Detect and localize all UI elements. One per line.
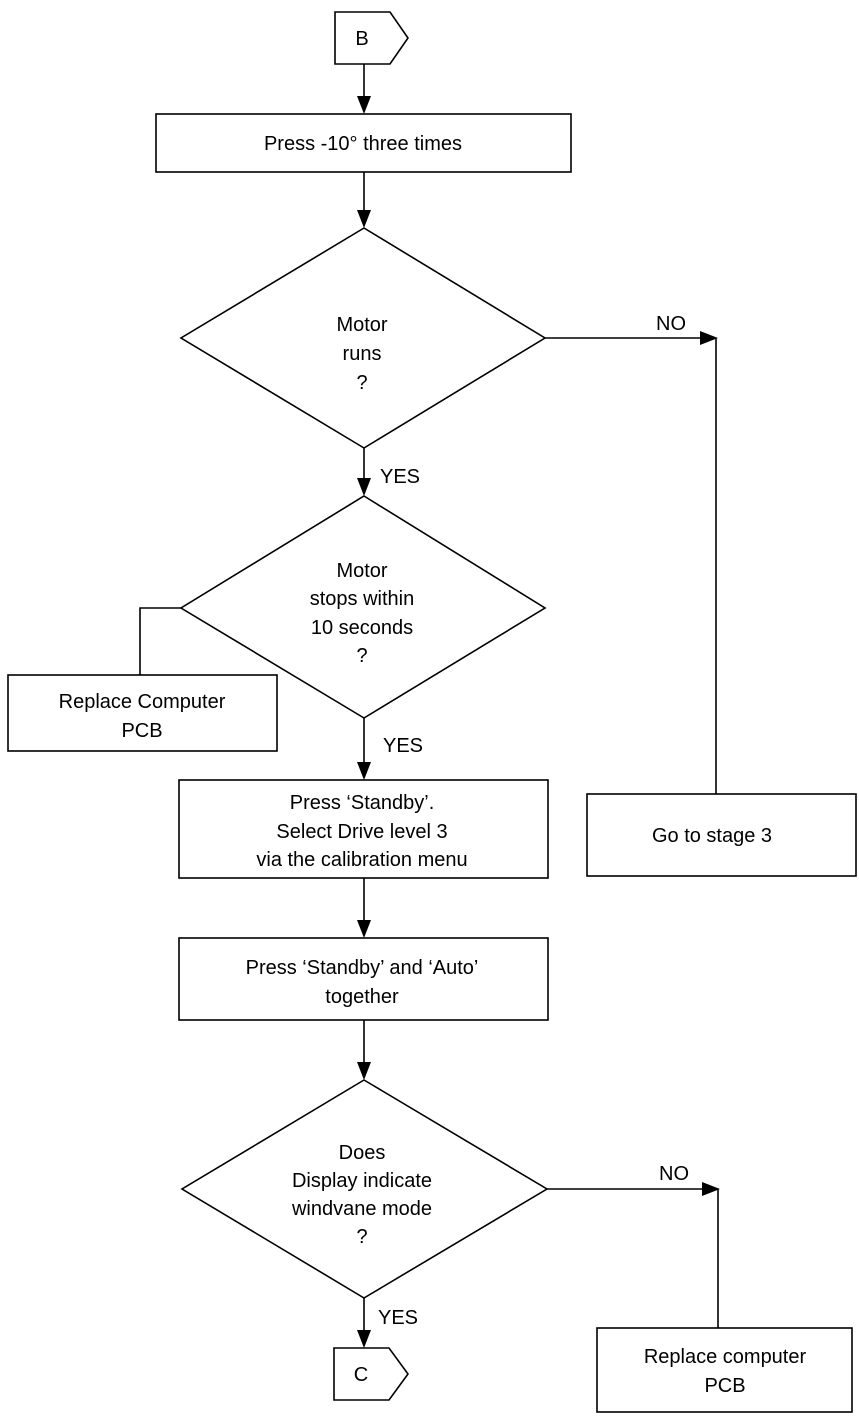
arrowhead [357, 96, 371, 114]
step-standby-select-box [178, 779, 549, 879]
branch-motor-stops-no [139, 607, 181, 675]
step-replace-pcb-2-box [596, 1327, 853, 1413]
connector-c: C [333, 1347, 409, 1401]
branch-label-motor-runs-no: NO [656, 313, 686, 335]
arrowhead [357, 210, 371, 228]
step-standby-auto-line-2: together [325, 986, 399, 1008]
decision-motor-stops-line-2: stops within [310, 588, 415, 610]
step-go-stage-3-box [586, 793, 857, 877]
decision-motor-stops-line-1: Motor [336, 560, 387, 582]
step-replace-pcb-2-line-1: Replace computer [644, 1346, 807, 1368]
arrowhead [702, 1182, 720, 1196]
step-replace-pcb-1: Replace Computer PCB [7, 674, 278, 752]
step-replace-pcb-2-line-2: PCB [704, 1375, 745, 1397]
arrowhead [357, 920, 371, 938]
branch-label-motor-stops-yes: YES [383, 735, 423, 757]
step-replace-pcb-1-box [7, 674, 278, 752]
connector-b: B [334, 11, 409, 65]
decision-motor-stops: Motor stops within 10 seconds ? [179, 495, 547, 719]
step-standby-auto: Press ‘Standby’ and ‘Auto’ together [178, 937, 549, 1021]
connector-c-shape [333, 1347, 409, 1401]
step-go-stage-3-label: Go to stage 3 [652, 825, 772, 847]
connector-c-label: C [354, 1364, 368, 1386]
branch-label-motor-runs-yes: YES [380, 466, 420, 488]
step-standby-select-line-2: Select Drive level 3 [276, 821, 447, 843]
step-standby-auto-line-1: Press ‘Standby’ and ‘Auto’ [246, 957, 479, 979]
step-standby-select-line-3: via the calibration menu [256, 849, 467, 871]
decision-windvane-line-1: Does [339, 1142, 386, 1164]
arrowhead [357, 1062, 371, 1080]
arrowhead [357, 478, 371, 496]
step-replace-pcb-2: Replace computer PCB [596, 1327, 853, 1413]
decision-windvane: Does Display indicate windvane mode ? [180, 1079, 549, 1299]
decision-motor-stops-line-3: 10 seconds [311, 617, 413, 639]
step-replace-pcb-1-line-2: PCB [121, 720, 162, 742]
decision-windvane-line-3: windvane mode [291, 1198, 432, 1220]
branch-label-windvane-no: NO [659, 1163, 689, 1185]
decision-motor-runs: Motor runs ? [179, 227, 547, 449]
step-press-minus-10: Press -10° three times [155, 113, 572, 173]
decision-windvane-line-2: Display indicate [292, 1170, 432, 1192]
step-standby-auto-box [178, 937, 549, 1021]
step-press-minus-10-label: Press -10° three times [264, 133, 462, 155]
connector-b-shape [334, 11, 409, 65]
arrowhead [700, 331, 718, 345]
arrowhead [357, 762, 371, 780]
step-standby-select: Press ‘Standby’. Select Drive level 3 vi… [178, 779, 549, 879]
decision-motor-stops-line-4: ? [356, 645, 367, 667]
decision-motor-runs-line-3: ? [356, 372, 367, 394]
connector-b-label: B [355, 28, 368, 50]
step-replace-pcb-1-line-1: Replace Computer [59, 691, 226, 713]
branch-label-windvane-yes: YES [378, 1307, 418, 1329]
decision-windvane-line-4: ? [356, 1226, 367, 1248]
step-standby-select-line-1: Press ‘Standby’. [290, 792, 435, 814]
decision-motor-runs-diamond [179, 227, 547, 449]
decision-motor-runs-line-1: Motor [336, 314, 387, 336]
step-go-stage-3: Go to stage 3 [586, 793, 857, 877]
arrowhead [357, 1330, 371, 1348]
decision-motor-runs-line-2: runs [343, 343, 382, 365]
